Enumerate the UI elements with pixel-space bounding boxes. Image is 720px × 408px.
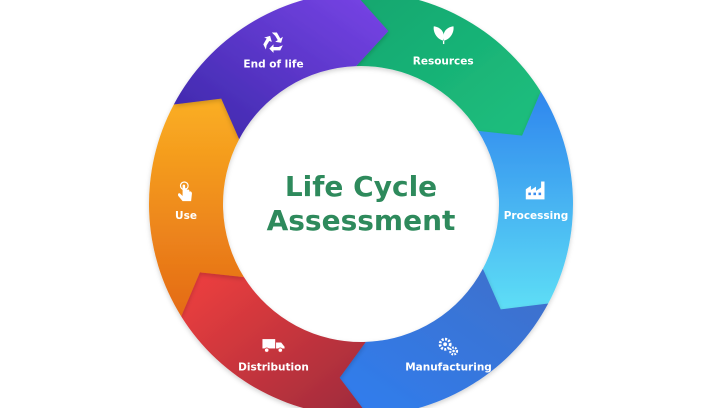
- stage-label-end-of-life: End of life: [243, 58, 303, 70]
- stage-label-resources: Resources: [413, 56, 474, 68]
- factory-icon: [525, 181, 545, 200]
- cycle-labels: Resources Processing Manufacturing: [175, 26, 569, 374]
- stage-label-processing: Processing: [504, 210, 569, 222]
- stage-arrow-distribution: [181, 266, 366, 408]
- stage-arrow-use: [149, 93, 244, 317]
- hand-tap-icon: [178, 181, 192, 202]
- truck-icon: [262, 339, 285, 353]
- diagram-title-line1: Life Cycle: [285, 170, 437, 203]
- gears-icon: [438, 337, 459, 356]
- stage-label-distribution: Distribution: [238, 362, 309, 374]
- stage-arrow-manufacturing: [333, 268, 549, 408]
- center-circle: [225, 68, 497, 340]
- cycle-segments: [149, 0, 573, 408]
- stage-label-use: Use: [175, 210, 197, 222]
- stage-arrow-processing: [478, 91, 573, 315]
- stage-arrow-resources: [356, 0, 541, 142]
- stage-arrow-end-of-life: [173, 0, 389, 140]
- leaf-icon: [433, 26, 454, 45]
- diagram-title-line2: Assessment: [267, 204, 456, 237]
- recycle-icon: [263, 32, 283, 53]
- stage-label-manufacturing: Manufacturing: [405, 362, 492, 374]
